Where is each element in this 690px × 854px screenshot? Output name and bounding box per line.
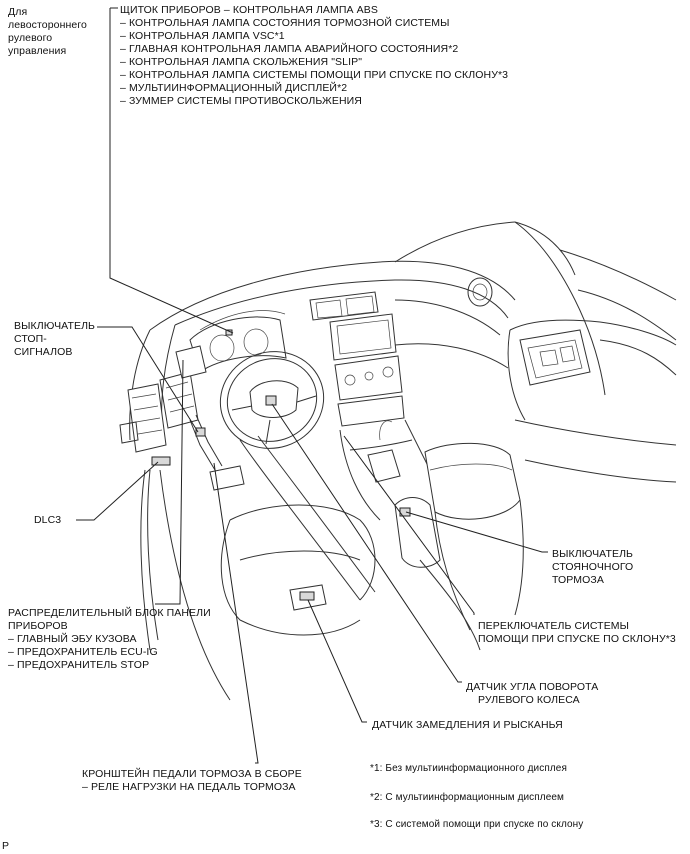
steering-wheel [219,351,376,601]
parking-brake-switch-line: ТОРМОЗА [552,574,604,586]
dac-switch-line: ПОМОЩИ ПРИ СПУСКЕ ПО СКЛОНУ*3 [478,633,676,645]
dlc3-label: DLC3 [34,514,61,527]
air-vent-right [467,277,493,307]
junction-block-line: – ГЛАВНЫЙ ЭБУ КУЗОВА [8,633,137,645]
combination-meter-line: – КОНТРОЛЬНАЯ ЛАМПА СИСТЕМЫ ПОМОЩИ ПРИ С… [120,69,509,81]
combination-meter-line: – КОНТРОЛЬНАЯ ЛАМПА VSC*1 [120,30,285,42]
stop-lamp-switch-label: ВЫКЛЮЧАТЕЛЬ СТОП- СИГНАЛОВ [14,320,95,359]
lhd-note-line: Для [8,6,28,18]
junction-block-line: – ПРЕДОХРАНИТЕЛЬ STOP [8,659,150,671]
footnote-3: *3: С системой помощи при спуске по скло… [370,819,584,830]
combination-meter-line: – ЗУММЕР СИСТЕМЫ ПРОТИВОСКОЛЬЖЕНИЯ [120,95,362,107]
lhd-note-line: левостороннего [8,19,88,31]
parking-brake-switch-label: ВЫКЛЮЧАТЕЛЬ СТОЯНОЧНОГО ТОРМОЗА [552,548,633,587]
combination-meter-line: – МУЛЬТИИНФОРМАЦИОННЫЙ ДИСПЛЕЙ*2 [120,82,348,94]
parking-brake-switch-line: СТОЯНОЧНОГО [552,561,634,573]
junction-block-line: ПРИБОРОВ [8,620,68,632]
dashboard-outline [129,221,677,441]
yaw-rate-sensor-label: ДАТЧИК ЗАМЕДЛЕНИЯ И РЫСКАНЬЯ [372,719,563,732]
door-panel-right [507,319,677,483]
yaw-rate-sensor-line: ДАТЧИК ЗАМЕДЛЕНИЯ И РЫСКАНЬЯ [372,719,563,731]
junction-block-line: РАСПРЕДЕЛИТЕЛЬНЫЙ БЛОК ПАНЕЛИ [8,607,211,619]
footnote-1: *1: Без мультиинформационного дисплея [370,763,567,774]
pedal-bracket-line: – РЕЛЕ НАГРУЗКИ НА ПЕДАЛЬ ТОРМОЗА [82,781,296,793]
pedal-bracket-label: КРОНШТЕЙН ПЕДАЛИ ТОРМОЗА В СБОРЕ – РЕЛЕ … [82,768,302,794]
stop-lamp-switch-line: ВЫКЛЮЧАТЕЛЬ [14,320,96,332]
seat-floor [159,469,481,701]
combination-meter-line: – КОНТРОЛЬНАЯ ЛАМПА СОСТОЯНИЯ ТОРМОЗНОЙ … [120,17,450,29]
footnote-2: *2: С мультиинформационным дисплеем [370,792,565,803]
lhd-note-line: рулевого [8,32,53,44]
center-console [309,291,524,631]
dlc3-line: DLC3 [34,514,62,526]
steering-sensor-line: РУЛЕВОГО КОЛЕСА [478,694,580,706]
junction-block-area [119,345,207,651]
stop-lamp-switch-line: СИГНАЛОВ [14,346,73,358]
leader-lines [76,7,548,764]
lhd-note: Для левостороннего рулевого управления [8,6,87,58]
combination-meter-line: – ГЛАВНАЯ КОНТРОЛЬНАЯ ЛАМПА АВАРИЙНОГО С… [120,43,459,55]
stop-lamp-switch-line: СТОП- [14,333,47,345]
brake-pedal-assembly [189,414,245,491]
combination-meter-line: ЩИТОК ПРИБОРОВ – КОНТРОЛЬНАЯ ЛАМПА ABS [120,4,378,16]
pedal-bracket-line: КРОНШТЕЙН ПЕДАЛИ ТОРМОЗА В СБОРЕ [82,768,302,780]
dac-switch-label: ПЕРЕКЛЮЧАТЕЛЬ СИСТЕМЫ ПОМОЩИ ПРИ СПУСКЕ … [478,620,676,646]
combination-meter-line: – КОНТРОЛЬНАЯ ЛАМПА СКОЛЬЖЕНИЯ "SLIP" [120,56,363,68]
junction-block-line: – ПРЕДОХРАНИТЕЛЬ ECU-IG [8,646,158,658]
combination-meter-label: ЩИТОК ПРИБОРОВ – КОНТРОЛЬНАЯ ЛАМПА ABS –… [120,4,508,108]
corner-mark: P [2,840,10,852]
lhd-note-line: управления [8,45,67,57]
steering-sensor-label: ДАТЧИК УГЛА ПОВОРОТА РУЛЕВОГО КОЛЕСА [466,681,598,707]
parking-brake-switch-line: ВЫКЛЮЧАТЕЛЬ [552,548,634,560]
steering-sensor-line: ДАТЧИК УГЛА ПОВОРОТА [466,681,599,693]
dac-switch-line: ПЕРЕКЛЮЧАТЕЛЬ СИСТЕМЫ [478,620,630,632]
junction-block-label: РАСПРЕДЕЛИТЕЛЬНЫЙ БЛОК ПАНЕЛИ ПРИБОРОВ –… [8,607,211,672]
